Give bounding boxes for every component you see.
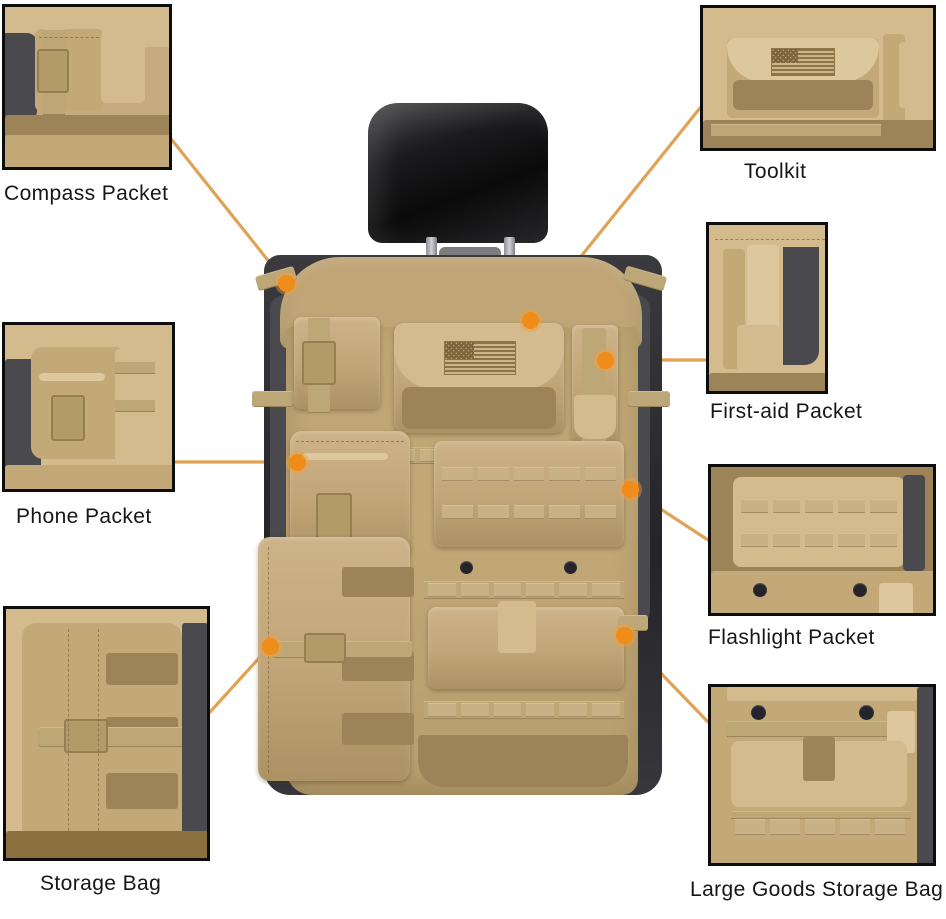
storage-bag-label: Storage Bag <box>40 872 162 895</box>
first-aid-packet-thumbnail[interactable] <box>706 222 828 394</box>
storage-bag-buckle <box>304 633 346 663</box>
flashlight-packet-pouch <box>434 441 624 547</box>
storage-bag-velcro-bottom <box>342 713 414 745</box>
phone-packet-thumbnail[interactable] <box>2 322 175 492</box>
product-photo <box>246 95 676 795</box>
side-strap-left-mid <box>252 391 294 407</box>
large-goods-storage-bag-label: Large Goods Storage Bag <box>690 878 944 901</box>
toolkit-pouch-body <box>402 387 556 429</box>
compass-packet-buckle <box>302 341 336 385</box>
phone-packet-zipper <box>302 453 388 460</box>
snap-left <box>460 561 473 574</box>
phone-packet-buckle <box>316 493 352 541</box>
headrest-post-left <box>426 237 437 261</box>
first-aid-packet-label: First-aid Packet <box>710 400 863 423</box>
first-aid-packet-flap <box>574 395 616 439</box>
storage-bag-stitch <box>268 547 271 773</box>
phone-packet-label: Phone Packet <box>16 505 152 528</box>
flashlight-packet-molle-row-1 <box>442 467 616 481</box>
flashlight-packet-thumbnail[interactable] <box>708 464 936 616</box>
marker-dot-storage-bag <box>261 637 279 655</box>
molle-loops-lower <box>428 703 620 717</box>
cover-bottom-velcro <box>418 735 628 787</box>
phone-packet-stitch <box>296 441 404 442</box>
snap-right <box>564 561 577 574</box>
headrest-post-right <box>504 237 515 261</box>
marker-dot-flashlight-packet <box>621 480 639 498</box>
headrest <box>368 103 548 243</box>
marker-dot-large-goods-storage-bag <box>615 626 633 644</box>
marker-dot-phone-packet <box>288 453 306 471</box>
marker-dot-toolkit <box>521 311 539 329</box>
molle-loops-mid <box>428 583 620 597</box>
flashlight-packet-label: Flashlight Packet <box>708 626 875 649</box>
us-flag-patch <box>444 341 516 375</box>
toolkit-thumbnail[interactable] <box>700 5 936 151</box>
toolkit-label: Toolkit <box>744 160 807 183</box>
storage-bag-velcro-top <box>342 567 414 597</box>
storage-bag-thumbnail[interactable] <box>3 606 210 861</box>
side-strap-right-mid <box>628 391 670 407</box>
large-goods-storage-bag-thumbnail[interactable] <box>708 684 936 866</box>
flashlight-packet-molle-row-2 <box>442 505 616 519</box>
compass-packet-label: Compass Packet <box>4 182 169 205</box>
large-goods-storage-bag-flap <box>498 601 536 653</box>
compass-packet-thumbnail[interactable] <box>2 4 172 170</box>
marker-dot-compass-packet <box>277 274 295 292</box>
marker-dot-first-aid-packet <box>596 351 614 369</box>
